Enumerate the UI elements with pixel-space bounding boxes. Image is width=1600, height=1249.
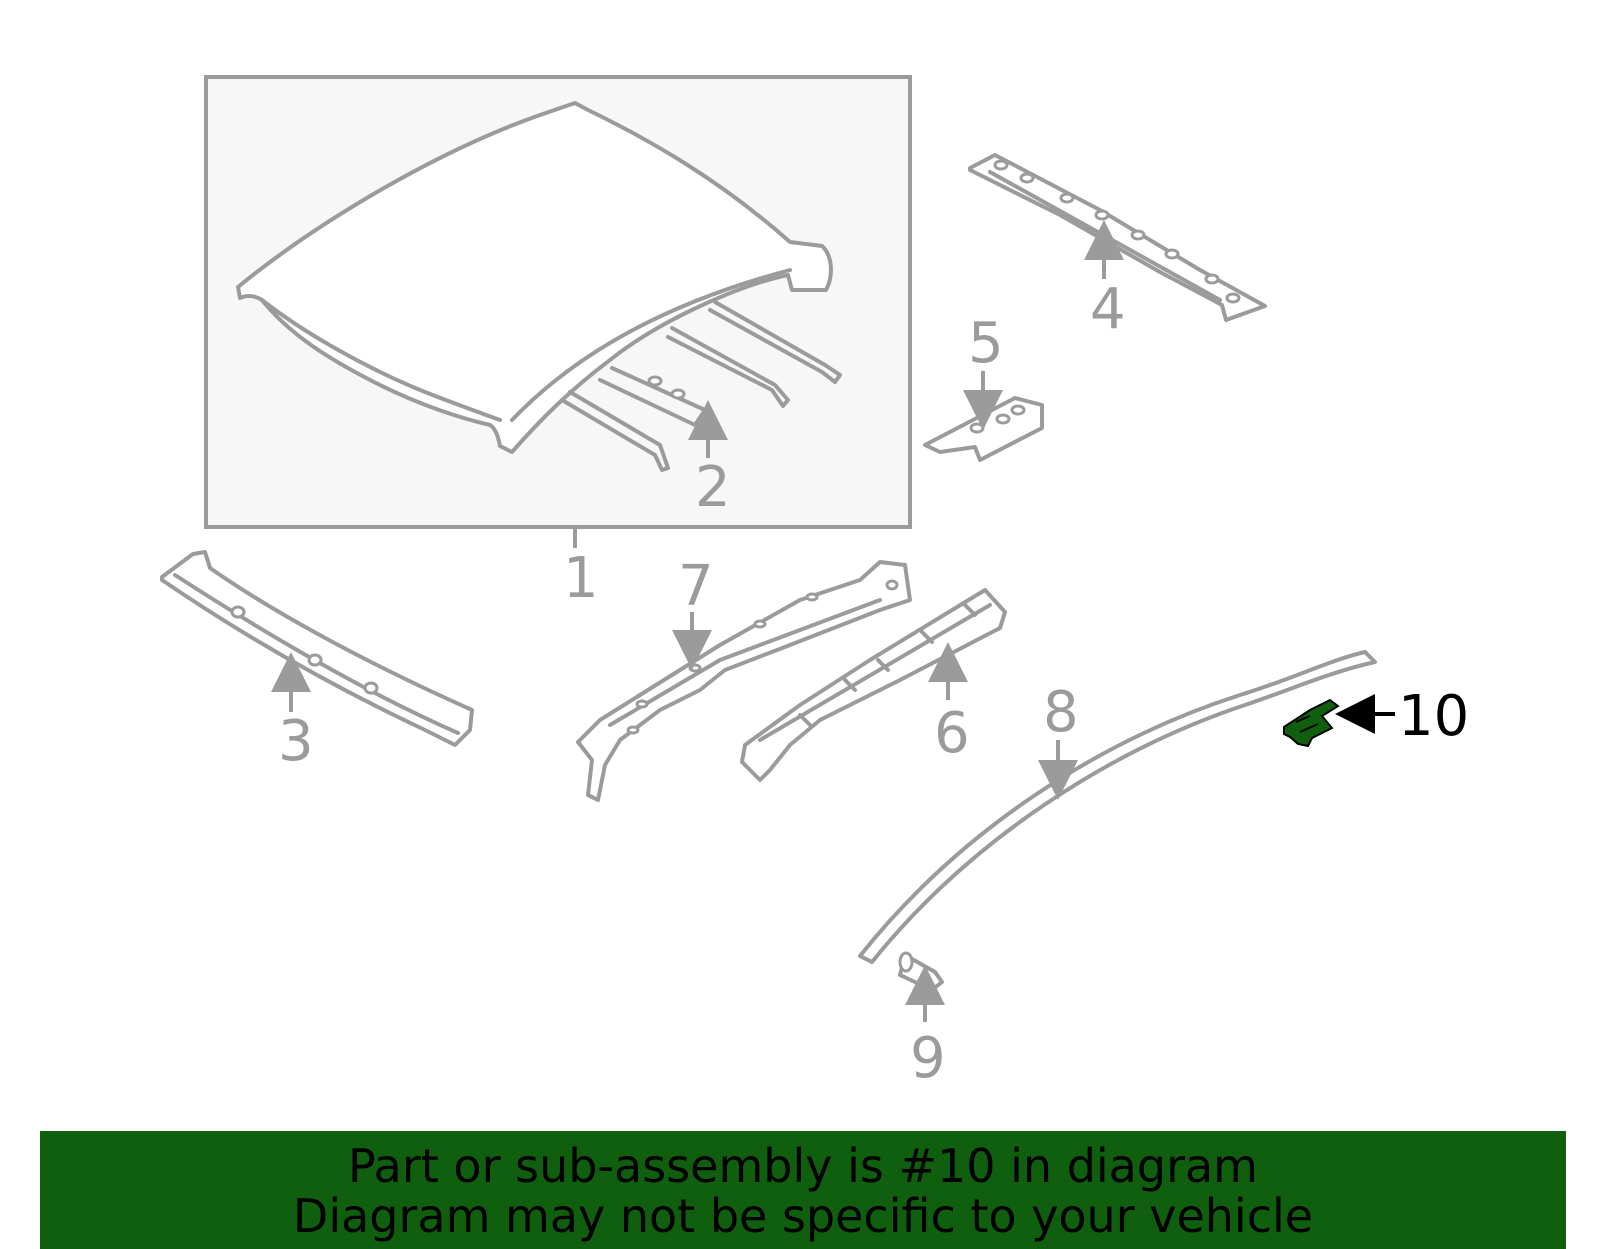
callout-8[interactable]: 8 (1043, 680, 1079, 745)
info-banner: Part or sub-assembly is #10 in diagram D… (40, 1131, 1566, 1249)
roof-panel[interactable] (236, 101, 833, 454)
callout-10[interactable]: 10 (1398, 684, 1469, 749)
molding-clip[interactable] (898, 951, 944, 992)
roof-rail-reinforcement[interactable] (740, 588, 1007, 782)
callout-3[interactable]: 3 (278, 709, 314, 774)
banner-line-2: Diagram may not be specific to your vehi… (292, 1189, 1314, 1243)
callout-1[interactable]: 1 (563, 546, 599, 611)
callout-7[interactable]: 7 (678, 554, 714, 619)
callout-4[interactable]: 4 (1090, 277, 1126, 342)
banner-line-1: Part or sub-assembly is #10 in diagram (348, 1139, 1258, 1193)
callout-2[interactable]: 2 (695, 455, 731, 520)
drip-molding[interactable] (858, 650, 1377, 964)
roof-side-rail-inner[interactable] (576, 560, 912, 802)
callout-9[interactable]: 9 (910, 1026, 946, 1091)
part-10-highlighted[interactable] (1283, 698, 1340, 748)
rear-roof-header[interactable] (160, 550, 474, 747)
callout-6[interactable]: 6 (934, 701, 970, 766)
callout-5[interactable]: 5 (968, 311, 1004, 376)
